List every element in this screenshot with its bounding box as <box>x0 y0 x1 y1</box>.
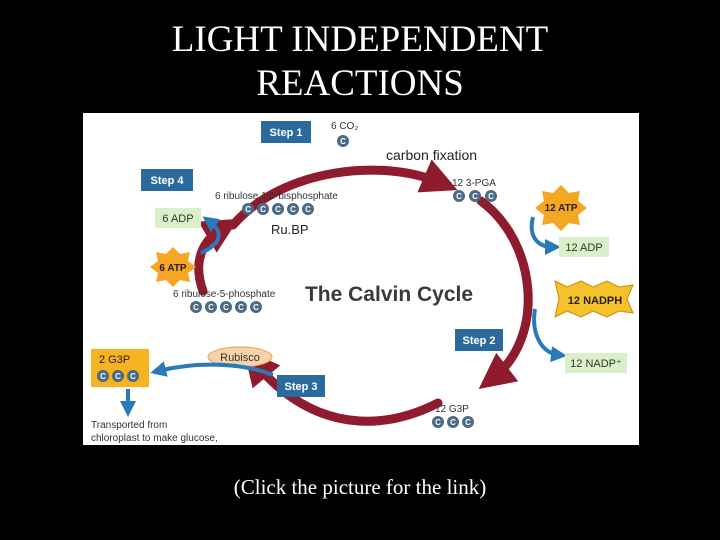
cycle-arrow-top <box>228 159 458 230</box>
g3p-2-box: 2 G3P C C C <box>91 349 149 387</box>
svg-text:Rubisco: Rubisco <box>220 352 260 364</box>
co2-carbon: C <box>337 135 349 147</box>
rubp-carbons: C C C C C <box>242 203 314 215</box>
svg-text:12 NADP⁺: 12 NADP⁺ <box>570 358 622 370</box>
nadph-12-arrow <box>532 308 567 363</box>
svg-text:C: C <box>130 372 136 381</box>
svg-text:C: C <box>290 205 296 214</box>
step-1-label: Step 1 <box>269 127 302 139</box>
step-2-box: Step 2 <box>455 329 503 351</box>
svg-text:C: C <box>260 205 266 214</box>
r5p-label: 6 ribulose-5-phosphate <box>173 289 276 300</box>
svg-text:12 ATP: 12 ATP <box>545 203 578 214</box>
adp-12-box: 12 ADP <box>559 237 609 257</box>
step-4-box: Step 4 <box>141 169 193 191</box>
calvin-cycle-svg: Step 1 Step 4 Step 2 Step 3 6 CO₂ C carb… <box>91 121 634 444</box>
title-line-2: REACTIONS <box>256 63 464 104</box>
atp-12-star: 12 ATP <box>535 185 587 231</box>
step-4-label: Step 4 <box>150 175 184 187</box>
g3p-12-carbons: C C C <box>432 416 474 428</box>
click-caption: (Click the picture for the link) <box>233 475 487 499</box>
svg-text:C: C <box>115 372 121 381</box>
svg-text:12 NADPH: 12 NADPH <box>568 295 622 307</box>
cycle-arrow-right <box>476 196 533 389</box>
svg-text:C: C <box>275 205 281 214</box>
svg-text:C: C <box>100 372 106 381</box>
svg-text:C: C <box>253 303 259 312</box>
step-1-box: Step 1 <box>261 121 311 143</box>
g3p-12-label: 12 G3P <box>435 404 469 415</box>
transported-line-1: Transported from <box>91 420 167 431</box>
svg-text:C: C <box>305 205 311 214</box>
co2-label: 6 CO₂ <box>331 121 358 132</box>
svg-text:C: C <box>238 303 244 312</box>
svg-text:C: C <box>340 137 346 146</box>
svg-text:2 G3P: 2 G3P <box>99 354 130 366</box>
transported-line-2: chloroplast to make glucose, <box>91 433 218 444</box>
svg-text:C: C <box>435 418 441 427</box>
adp-6-box: 6 ADP <box>155 208 201 228</box>
g3p-output-arrow <box>150 361 274 377</box>
rubisco-label: Rubisco <box>207 346 273 368</box>
rubp-full-label: 6 ribulose 1,5-bisphosphate <box>215 191 338 202</box>
svg-text:C: C <box>450 418 456 427</box>
svg-text:6 ATP: 6 ATP <box>159 263 187 274</box>
svg-text:C: C <box>208 303 214 312</box>
svg-text:12 ADP: 12 ADP <box>565 242 602 254</box>
rubp-label: Ru.BP <box>271 222 309 237</box>
slide-title: LIGHT INDEPENDENT REACTIONS <box>0 18 720 106</box>
calvin-cycle-title: The Calvin Cycle <box>305 283 473 306</box>
r5p-carbons: C C C C C <box>190 301 262 313</box>
atp-6-star: 6 ATP <box>150 247 196 287</box>
nadp-12-box: 12 NADP⁺ <box>565 353 627 373</box>
step-3-box: Step 3 <box>277 375 325 397</box>
step-3-label: Step 3 <box>284 381 317 393</box>
title-line-1: LIGHT INDEPENDENT <box>171 19 549 60</box>
svg-text:C: C <box>223 303 229 312</box>
carbon-fixation-label: carbon fixation <box>386 147 477 163</box>
cycle-arrow-bottom <box>243 349 443 426</box>
svg-text:6 ADP: 6 ADP <box>162 213 193 225</box>
pga-label: 12 3-PGA <box>452 178 496 189</box>
atp-6-arrow <box>200 216 221 255</box>
svg-text:C: C <box>456 192 462 201</box>
step-2-label: Step 2 <box>462 335 495 347</box>
nadph-12-star: 12 NADPH <box>554 280 634 318</box>
svg-text:C: C <box>488 192 494 201</box>
atp-12-arrow <box>529 216 561 255</box>
svg-text:C: C <box>465 418 471 427</box>
pga-carbons: C C C <box>453 190 497 202</box>
calvin-cycle-diagram-link[interactable]: Step 1 Step 4 Step 2 Step 3 6 CO₂ C carb… <box>83 113 639 445</box>
svg-text:C: C <box>472 192 478 201</box>
svg-text:C: C <box>245 205 251 214</box>
svg-text:C: C <box>193 303 199 312</box>
